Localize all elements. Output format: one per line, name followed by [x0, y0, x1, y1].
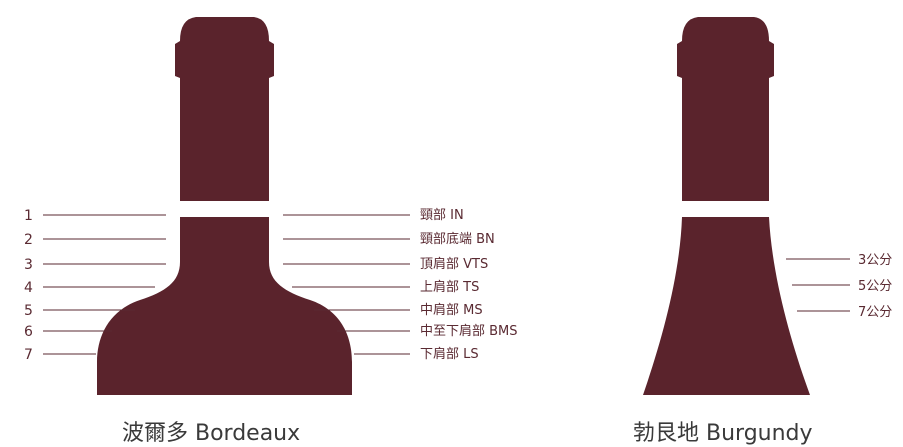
- level-number: 4: [24, 280, 33, 296]
- burgundy-caption: 勃艮地 Burgundy: [633, 421, 813, 446]
- bordeaux-bottle: [97, 17, 352, 395]
- bordeaux-left-lines: [43, 214, 166, 355]
- burgundy-level-labels: 3公分 5公分 7公分: [858, 253, 892, 320]
- level-label: 頸部 IN: [420, 208, 464, 223]
- level-label: 5公分: [858, 279, 892, 294]
- level-label: 頸部底端 BN: [420, 231, 495, 247]
- bordeaux-level-numbers: 1 2 3 4 5 6 7: [24, 208, 33, 363]
- burgundy-lines: [786, 258, 850, 312]
- level-number: 3: [24, 257, 33, 273]
- level-label: 7公分: [858, 305, 892, 320]
- bordeaux-level-labels: 頸部 IN 頸部底端 BN 頂肩部 VTS 上肩部 TS 中肩部 MS 中至下肩…: [420, 208, 518, 362]
- level-number: 7: [24, 347, 33, 363]
- level-label: 中肩部 MS: [420, 302, 483, 318]
- bordeaux-caption: 波爾多 Bordeaux: [122, 421, 300, 446]
- burgundy-body: [643, 217, 810, 395]
- level-number: 2: [24, 232, 33, 248]
- burgundy-bottle: [643, 17, 810, 395]
- bordeaux-right-lines: [283, 214, 410, 355]
- level-label: 中至下肩部 BMS: [420, 323, 518, 339]
- level-label: 頂肩部 VTS: [420, 256, 488, 272]
- burgundy-neck-top: [677, 17, 774, 201]
- bordeaux-neck-top: [175, 17, 274, 201]
- level-number: 1: [24, 208, 33, 224]
- level-label: 上肩部 TS: [420, 279, 479, 295]
- bordeaux-body: [97, 217, 352, 395]
- level-number: 6: [24, 324, 33, 340]
- level-number: 5: [24, 303, 33, 319]
- level-label: 下肩部 LS: [420, 346, 479, 362]
- level-label: 3公分: [858, 253, 892, 268]
